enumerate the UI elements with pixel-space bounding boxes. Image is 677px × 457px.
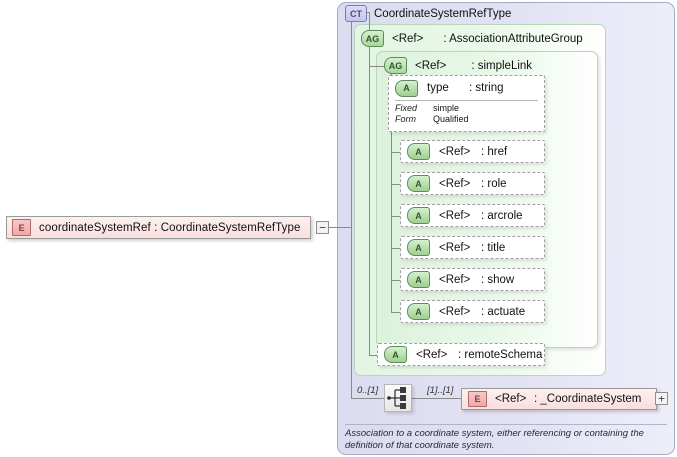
child-element-expand-toggle[interactable]: + — [655, 392, 668, 405]
documentation-text: Association to a coordinate system, eith… — [345, 428, 644, 451]
connector-ag2-spine — [391, 66, 392, 312]
attribute-group-association-name: <Ref> — [392, 32, 424, 45]
attribute-actuate-type: : actuate — [481, 305, 526, 318]
attribute-type-datatype: : string — [469, 82, 504, 94]
complex-type-header: CT CoordinateSystemRefType — [345, 5, 511, 22]
choice-icon[interactable] — [384, 384, 412, 412]
connector-to-attr-href — [391, 152, 401, 153]
attribute-badge-icon: A — [407, 303, 430, 320]
attribute-href-type: : href — [481, 145, 508, 158]
attribute-show[interactable]: A <Ref> : show — [400, 268, 545, 291]
attribute-badge-icon: A — [407, 271, 430, 288]
connector-to-attr-title — [391, 248, 401, 249]
complextype-badge-icon: CT — [345, 5, 367, 22]
connector-to-attr-actuate — [391, 312, 401, 313]
attribute-group-association-header[interactable]: AG <Ref> : AssociationAttributeGroup — [361, 30, 583, 47]
element-label: coordinateSystemRef : CoordinateSystemRe… — [39, 221, 301, 234]
attribute-title[interactable]: A <Ref> : title — [400, 236, 545, 259]
connector-association-group-drop — [369, 12, 370, 37]
element-badge-icon: E — [468, 391, 487, 407]
complex-type-label: CoordinateSystemRefType — [374, 7, 512, 20]
attribute-arcrole-name: <Ref> — [439, 209, 471, 222]
attribute-group-simplelink-header[interactable]: AG <Ref> : simpleLink — [384, 57, 532, 74]
element-coordinatesystem-ref[interactable]: E <Ref> : _CoordinateSystem — [461, 388, 657, 410]
attribute-remoteschema-type: : remoteSchema — [458, 348, 543, 361]
attribute-title-name: <Ref> — [439, 241, 471, 254]
facet-row: Fixed simple — [395, 103, 538, 114]
choice-glyph-icon — [387, 387, 406, 409]
connector-to-remoteschema — [369, 355, 378, 356]
attribute-arcrole-type: : arcrole — [481, 209, 523, 222]
connector-to-attr-show — [391, 280, 401, 281]
attribute-badge-icon: A — [407, 175, 430, 192]
connector-to-choice — [351, 398, 384, 399]
cardinality-right: [1]..[1] — [427, 385, 454, 396]
attribute-role[interactable]: A <Ref> : role — [400, 172, 545, 195]
attribute-href[interactable]: A <Ref> : href — [400, 140, 545, 163]
child-element-name: <Ref> — [495, 393, 527, 405]
connector-to-attr-arcrole — [391, 216, 401, 217]
attribute-type-name: type — [427, 82, 449, 94]
connector-element-to-type — [329, 227, 351, 228]
facet-key: Fixed — [395, 103, 418, 113]
element-coordinatesystemref[interactable]: E coordinateSystemRef : CoordinateSystem… — [6, 216, 311, 239]
attribute-href-name: <Ref> — [439, 145, 471, 158]
element-badge-icon: E — [12, 219, 31, 236]
attribute-actuate[interactable]: A <Ref> : actuate — [400, 300, 545, 323]
child-element-type: : _CoordinateSystem — [534, 393, 642, 405]
attribute-show-type: : show — [481, 273, 515, 286]
attribute-show-name: <Ref> — [439, 273, 471, 286]
attribute-role-type: : role — [481, 177, 507, 190]
attribute-badge-icon: A — [384, 346, 407, 363]
element-collapse-toggle[interactable]: − — [316, 221, 329, 234]
attribute-remoteschema-name: <Ref> — [416, 348, 448, 361]
attributegroup-badge-icon: AG — [361, 30, 384, 47]
connector-choice-to-child — [412, 398, 461, 399]
attribute-type[interactable]: A type : string Fixed simple Form Qualif… — [388, 75, 545, 132]
connector-spine-upper — [351, 12, 352, 228]
connector-to-attr-role — [391, 184, 401, 185]
attribute-group-simplelink-name: <Ref> — [415, 59, 447, 72]
documentation-divider — [345, 424, 667, 425]
attribute-badge-icon: A — [407, 239, 430, 256]
attribute-role-name: <Ref> — [439, 177, 471, 190]
attribute-badge-icon: A — [407, 143, 430, 160]
facet-row: Form Qualified — [395, 114, 538, 125]
attributegroup-badge-icon: AG — [384, 57, 407, 74]
attribute-arcrole[interactable]: A <Ref> : arcrole — [400, 204, 545, 227]
attribute-badge-icon: A — [395, 79, 418, 97]
attribute-group-association-type: : AssociationAttributeGroup — [443, 32, 583, 45]
cardinality-left: 0..[1] — [357, 385, 379, 396]
connector-to-simplelink-group — [369, 66, 391, 67]
attribute-group-simplelink-type: : simpleLink — [471, 59, 533, 72]
facet-value: simple — [433, 103, 460, 113]
attribute-title-type: : title — [481, 241, 506, 254]
attribute-type-row: A type : string — [389, 76, 544, 100]
facet-value: Qualified — [433, 114, 469, 124]
attribute-remoteschema[interactable]: A <Ref> : remoteSchema — [377, 343, 545, 366]
attribute-actuate-name: <Ref> — [439, 305, 471, 318]
connector-ag1-spine — [369, 37, 370, 355]
attribute-badge-icon: A — [407, 207, 430, 224]
connector-spine-lower — [351, 227, 352, 399]
facet-key: Form — [395, 114, 416, 124]
attribute-type-facets: Fixed simple Form Qualified — [395, 100, 538, 125]
